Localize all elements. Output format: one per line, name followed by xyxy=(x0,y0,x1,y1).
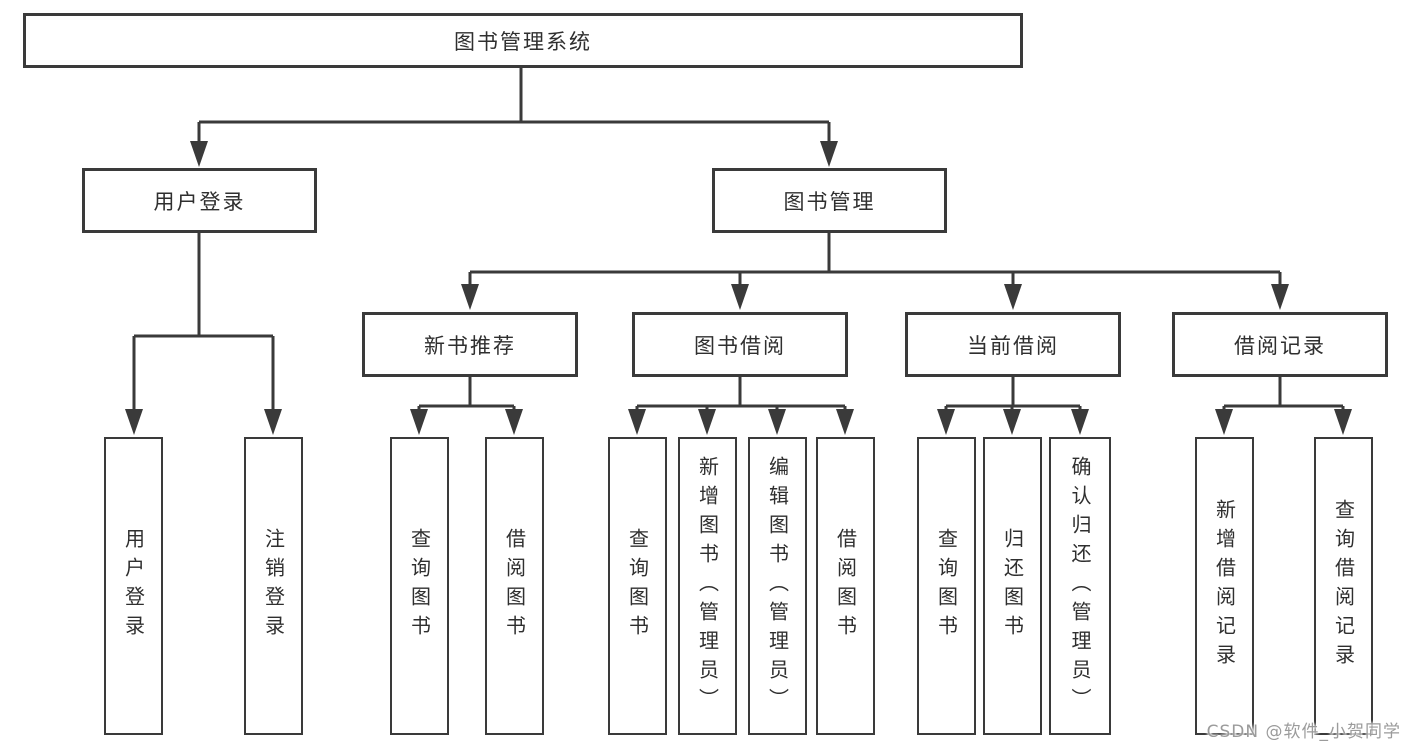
node-label: 图书管理系统 xyxy=(454,29,592,54)
arrowhead-icon xyxy=(1334,409,1352,435)
arrowhead-icon xyxy=(190,141,208,167)
node-label: 借阅图书 xyxy=(833,528,858,644)
arrowhead-icon xyxy=(1003,409,1021,435)
node-label: 借阅记录 xyxy=(1234,333,1326,358)
arrowhead-icon xyxy=(1215,409,1233,435)
leaf-add-borrow-record: 新增借阅记录 xyxy=(1195,437,1254,735)
arrowhead-icon xyxy=(628,409,646,435)
connector-root-to-level2 xyxy=(197,68,831,145)
node-label: 查询图书 xyxy=(625,528,650,644)
leaf-return-books: 归还图书 xyxy=(983,437,1042,735)
connector-new-book-branch xyxy=(417,377,516,411)
connector-user-login-branch xyxy=(132,233,275,411)
leaf-user-login: 用户登录 xyxy=(104,437,163,735)
arrowhead-icon xyxy=(1271,284,1289,310)
leaf-borrow-books-borrowing: 借阅图书 xyxy=(816,437,875,735)
node-label: 归还图书 xyxy=(1000,528,1025,644)
node-label: 当前借阅 xyxy=(967,333,1059,358)
leaf-query-books-recommend: 查询图书 xyxy=(390,437,449,735)
node-label: 编辑图书（管理员） xyxy=(765,455,790,717)
node-current-borrowing: 当前借阅 xyxy=(905,312,1121,377)
leaf-query-borrow-record: 查询借阅记录 xyxy=(1314,437,1373,735)
csdn-watermark: CSDN @软件_小贺同学 xyxy=(1206,722,1401,742)
connector-book-management-to-level3 xyxy=(468,233,1282,288)
arrowhead-icon xyxy=(937,409,955,435)
node-new-book-recommend: 新书推荐 xyxy=(362,312,578,377)
arrowhead-icon xyxy=(410,409,428,435)
leaf-borrow-books-recommend: 借阅图书 xyxy=(485,437,544,735)
node-label: 注销登录 xyxy=(261,528,286,644)
node-root: 图书管理系统 xyxy=(23,13,1023,68)
arrowhead-icon xyxy=(768,409,786,435)
node-user-login: 用户登录 xyxy=(82,168,317,233)
arrowhead-icon xyxy=(461,284,479,310)
node-label: 查询图书 xyxy=(407,528,432,644)
node-borrowing-records: 借阅记录 xyxy=(1172,312,1388,377)
arrowhead-icon xyxy=(820,141,838,167)
node-book-management: 图书管理 xyxy=(712,168,947,233)
arrowhead-icon xyxy=(1004,284,1022,310)
arrowhead-icon xyxy=(698,409,716,435)
node-label: 新增借阅记录 xyxy=(1212,499,1237,673)
connector-borrowing-records-branch xyxy=(1222,377,1345,411)
leaf-add-book-admin: 新增图书（管理员） xyxy=(678,437,737,735)
arrowhead-icon xyxy=(505,409,523,435)
arrowhead-icon xyxy=(1071,409,1089,435)
node-label: 图书管理 xyxy=(783,189,876,214)
leaf-confirm-return-admin: 确认归还（管理员） xyxy=(1049,437,1111,735)
node-label: 用户登录 xyxy=(153,189,246,214)
node-label: 查询借阅记录 xyxy=(1331,499,1356,673)
leaf-edit-book-admin: 编辑图书（管理员） xyxy=(748,437,807,735)
node-label: 用户登录 xyxy=(121,528,146,644)
arrowhead-icon xyxy=(125,409,143,435)
node-book-borrowing: 图书借阅 xyxy=(632,312,848,377)
node-label: 确认归还（管理员） xyxy=(1068,455,1092,717)
arrowhead-icon xyxy=(836,409,854,435)
leaf-query-books-borrowing: 查询图书 xyxy=(608,437,667,735)
node-label: 图书借阅 xyxy=(694,333,786,358)
leaf-query-books-current: 查询图书 xyxy=(917,437,976,735)
connector-current-borrowing-branch xyxy=(944,377,1082,411)
connector-book-borrowing-branch xyxy=(635,377,847,411)
node-label: 新书推荐 xyxy=(424,333,516,358)
arrowhead-icon xyxy=(731,284,749,310)
leaf-logout: 注销登录 xyxy=(244,437,303,735)
arrowhead-icon xyxy=(264,409,282,435)
node-label: 借阅图书 xyxy=(502,528,527,644)
node-label: 新增图书（管理员） xyxy=(695,455,720,717)
node-label: 查询图书 xyxy=(934,528,959,644)
